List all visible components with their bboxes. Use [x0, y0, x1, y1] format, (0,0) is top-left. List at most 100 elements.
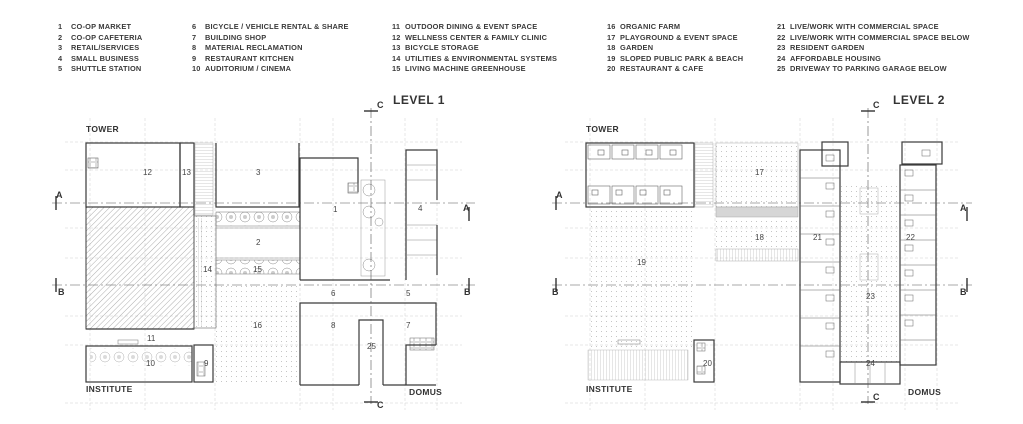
legend-number: 8: [192, 43, 197, 53]
stair-north-level-2: [694, 142, 714, 208]
level-2-institute-label: INSTITUTE: [586, 384, 633, 394]
level-2-title: LEVEL 2: [893, 93, 945, 107]
legend-number: 15: [392, 64, 401, 74]
level-1-tower-label: TOWER: [86, 124, 119, 134]
legend-number: 2: [58, 32, 63, 42]
room-label-16: 16: [253, 321, 262, 330]
legend-text: RESTAURANT KITCHEN: [205, 53, 294, 63]
room-4: [405, 149, 438, 280]
legend-text: ORGANIC FARM: [620, 22, 681, 31]
room-18: [716, 217, 798, 249]
room-label-10: 10: [146, 359, 155, 368]
legend-item: 7 BUILDING SHOP: [192, 33, 349, 44]
room-8: [299, 302, 437, 385]
room-label-23: 23: [866, 292, 875, 301]
legend-text: LIVE/WORK WITH COMMERCIAL SPACE: [790, 22, 939, 31]
room-label-9: 9: [204, 359, 209, 368]
legend-number: 9: [192, 53, 197, 63]
legend-number: 16: [607, 22, 616, 31]
room-label-21: 21: [813, 233, 822, 242]
legend-text: SMALL BUSINESS: [71, 53, 139, 63]
room-label-20: 20: [703, 359, 712, 368]
legend-item: 11 OUTDOOR DINING & EVENT SPACE: [392, 22, 557, 33]
room-22-units: [900, 169, 936, 341]
room-17: [715, 142, 799, 208]
legend-text: OUTDOOR DINING & EVENT SPACE: [405, 22, 538, 31]
room-label-11: 11: [147, 334, 156, 343]
legend-text: RESTAURANT & CAFE: [620, 64, 704, 74]
level-1-plan: LEVEL 1 TOWER INSTITUTE DOMUS A A B B C …: [52, 93, 475, 410]
legend-number: 7: [192, 32, 197, 42]
room-label-25: 25: [367, 342, 376, 351]
stair-north: [194, 142, 214, 216]
legend-number: 23: [777, 43, 786, 53]
legend-text: PLAYGROUND & EVENT SPACE: [620, 32, 738, 42]
tower-units: [585, 142, 695, 208]
legend-number: 11: [392, 22, 401, 31]
level-2-plan: LEVEL 2 TOWER INSTITUTE DOMUS A A B B C …: [552, 93, 972, 410]
level-2-axis-a-left: A: [556, 190, 563, 200]
legend-number: 3: [58, 43, 63, 53]
legend-item: 20 RESTAURANT & CAFE: [607, 64, 743, 75]
legend-text: LIVING MACHINE GREENHOUSE: [405, 64, 526, 74]
level-1-axis-b-right: B: [464, 287, 471, 297]
room-label-18: 18: [755, 233, 764, 242]
level-2-tower-label: TOWER: [586, 124, 619, 134]
legend-number: 19: [607, 53, 616, 63]
legend-number: 25: [777, 64, 786, 74]
room-label-8: 8: [331, 321, 336, 330]
legend-number: 12: [392, 32, 401, 42]
room-label-15: 15: [253, 265, 262, 274]
tower-hatched-block: [85, 206, 195, 330]
room-label-12: 12: [143, 168, 152, 177]
legend-number: 13: [392, 43, 401, 53]
legend-number: 18: [607, 43, 616, 53]
legend-text: BICYCLE / VEHICLE RENTAL & SHARE: [205, 22, 349, 31]
room-label-24: 24: [866, 359, 875, 368]
legend-number: 22: [777, 32, 786, 42]
legend-text: SHUTTLE STATION: [71, 64, 142, 74]
level-1-axis-c-bottom: C: [377, 400, 384, 410]
legend-text: AUDITORIUM / CINEMA: [205, 64, 292, 74]
legend-item: 16 ORGANIC FARM: [607, 22, 743, 33]
legend-number: 4: [58, 53, 63, 63]
institute-roof: [587, 349, 689, 381]
room-14-equipment: [196, 218, 204, 326]
legend-number: 6: [192, 22, 197, 31]
legend-number: 24: [777, 53, 786, 63]
level-1-axis-a-left: A: [56, 190, 63, 200]
legend-item: 15 LIVING MACHINE GREENHOUSE: [392, 64, 557, 75]
legend-text: DRIVEWAY TO PARKING GARAGE BELOW: [790, 64, 947, 74]
room-13: [179, 142, 195, 208]
level-1-domus-label: DOMUS: [409, 387, 442, 397]
legend-number: 20: [607, 64, 616, 74]
room-label-1: 1: [333, 205, 338, 214]
level-1-axis-c-top: C: [377, 100, 384, 110]
room-label-3: 3: [256, 168, 261, 177]
room-23: [841, 182, 899, 362]
room-label-2: 2: [256, 238, 261, 247]
legend-text: BUILDING SHOP: [205, 32, 267, 42]
room-label-19: 19: [637, 258, 646, 267]
room-19: [588, 207, 692, 347]
level-2-axis-c-top: C: [873, 100, 880, 110]
legend-number: 5: [58, 64, 63, 74]
level-1-institute-label: INSTITUTE: [86, 384, 133, 394]
level-1-axis-a-right: A: [463, 203, 470, 213]
room-label-7: 7: [406, 321, 411, 330]
level-2-axis-b-left: B: [552, 287, 559, 297]
greenhouse-row-1: [215, 211, 301, 227]
